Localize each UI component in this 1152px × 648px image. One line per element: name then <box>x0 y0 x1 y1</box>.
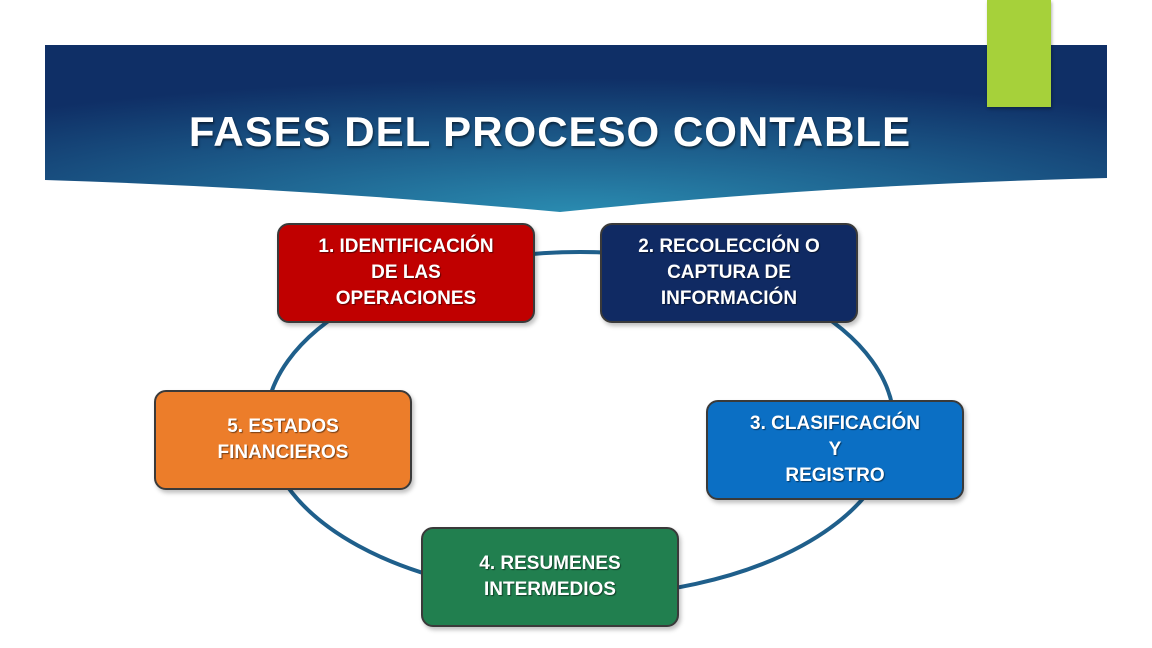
phase-2-recoleccion: 2. RECOLECCIÓN O CAPTURA DE INFORMACIÓN <box>600 223 858 323</box>
phase-5-estados: 5. ESTADOS FINANCIEROS <box>154 390 412 490</box>
phase-4-resumenes: 4. RESUMENES INTERMEDIOS <box>421 527 679 627</box>
page-title: FASES DEL PROCESO CONTABLE <box>188 108 912 155</box>
phase-1-identificacion: 1. IDENTIFICACIÓN DE LAS OPERACIONES <box>277 223 535 323</box>
phase-3-clasificacion: 3. CLASIFICACIÓN Y REGISTRO <box>706 400 964 500</box>
accent-bar <box>987 0 1051 107</box>
